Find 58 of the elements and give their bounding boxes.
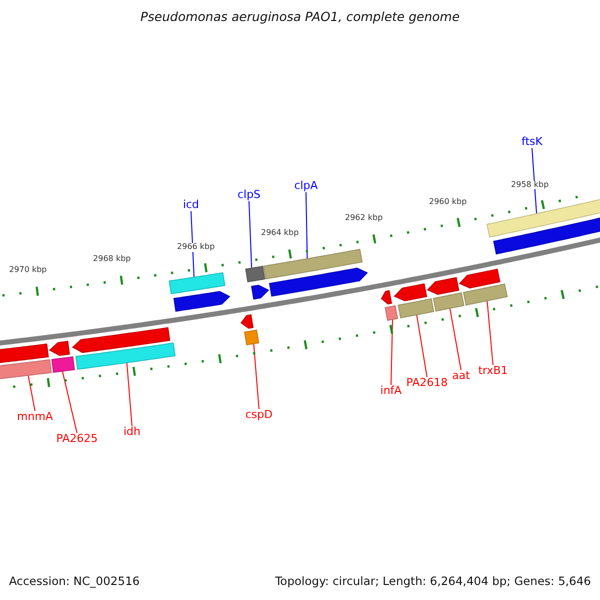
leader-line	[306, 192, 308, 260]
gene-feature	[72, 327, 170, 353]
gene-label: cspD	[245, 408, 273, 421]
scale-label: 2964 kbp	[261, 229, 299, 238]
gene-feature	[394, 283, 428, 302]
gene-label: idh	[124, 425, 140, 438]
accession-text: Accession: NC_002516	[9, 575, 140, 588]
gene-block	[244, 330, 260, 346]
gene-block	[462, 284, 508, 306]
scale-label: 2966 kbp	[177, 243, 215, 252]
scale-label: 2960 kbp	[429, 198, 467, 207]
scale-label: 2958 kbp	[511, 180, 549, 190]
gene-feature	[48, 340, 70, 356]
gene-block	[384, 305, 398, 321]
gene-label: PA2618	[406, 376, 448, 389]
gene-label: ftsK	[522, 135, 542, 148]
gene-label: clpS	[237, 188, 261, 201]
gene-block	[0, 344, 49, 364]
gene-block	[263, 248, 363, 280]
leader-line	[390, 318, 394, 386]
leader-line	[532, 148, 538, 214]
leader-line	[28, 374, 36, 412]
gene-label: mnmA	[17, 410, 53, 423]
leader-line	[190, 210, 195, 278]
genome-summary: Topology: circular; Length: 6,264,404 bp; Genes: 5,646	[275, 575, 591, 588]
scale-label: 2962 kbp	[345, 214, 383, 224]
leader-line	[253, 343, 260, 410]
gene-feature	[426, 277, 460, 295]
gene-feature	[380, 290, 392, 304]
gene-feature	[240, 314, 254, 329]
gene-feature	[173, 291, 230, 312]
gene-feature	[251, 284, 270, 300]
leader-line	[416, 314, 428, 378]
gene-block	[486, 198, 600, 238]
gene-feature	[458, 268, 500, 288]
leader-line	[486, 300, 494, 366]
gene-feature	[269, 268, 368, 297]
gene-block	[398, 298, 434, 318]
gene-block	[432, 292, 464, 312]
gene-block	[51, 356, 75, 373]
gene-label: trxB1	[478, 364, 508, 377]
leader-line	[248, 200, 252, 269]
scale-label: 2968 kbp	[93, 255, 131, 264]
gene-label: aat	[452, 369, 470, 382]
title: Pseudomonas aeruginosa PAO1, complete genome	[140, 10, 460, 24]
leader-line	[126, 362, 132, 426]
gene-label: PA2625	[56, 432, 98, 445]
gene-block	[493, 216, 600, 254]
leader-line	[62, 370, 78, 434]
gene-label: clpA	[294, 179, 318, 192]
gene-label: icd	[182, 198, 200, 211]
gene-label: infA	[380, 384, 402, 397]
scale-label: 2970 kbp	[9, 266, 47, 276]
gene-block	[75, 342, 176, 370]
gene-block	[0, 359, 52, 380]
leader-line	[449, 308, 462, 370]
gene-block	[245, 266, 266, 282]
gene-block	[168, 272, 226, 294]
